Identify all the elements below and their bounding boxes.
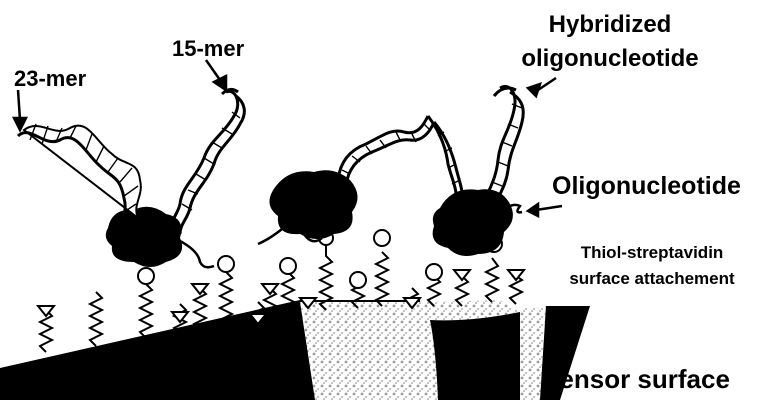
thiol-triangle <box>454 270 470 280</box>
arrow-hybridized <box>528 78 556 96</box>
label-thiol-line1: Thiol-streptavidin <box>581 243 724 262</box>
dna-helix-right <box>484 86 523 208</box>
sensor-surface-slab <box>0 300 590 400</box>
linker <box>90 292 102 346</box>
linker <box>140 284 152 338</box>
label-sensor-surface: Sensor surface <box>542 364 730 394</box>
arrow-oligonucleotide <box>528 204 562 216</box>
biotin-circle <box>138 268 154 284</box>
streptavidin-blobs <box>106 170 513 267</box>
label-23mer: 23-mer <box>14 66 87 91</box>
arrow-23mer <box>14 90 26 130</box>
biotin-circle <box>426 264 442 280</box>
dna-helix-15mer <box>172 89 245 234</box>
biotin-circle <box>350 272 366 288</box>
linker <box>376 252 388 306</box>
label-15mer: 15-mer <box>172 36 245 61</box>
thiol-triangle <box>508 270 524 280</box>
arrow-15mer <box>206 60 226 90</box>
biotin-circle <box>218 256 234 272</box>
biotin-circle <box>280 258 296 274</box>
linker <box>486 258 498 302</box>
biotin-circle <box>374 230 390 246</box>
label-hybridized-line1: Hybridized <box>549 11 672 38</box>
streptavidin-blob <box>106 207 182 267</box>
label-hybridized-line2: oligonucleotide <box>521 45 698 72</box>
label-thiol-line2: surface attachement <box>569 269 735 288</box>
label-oligonucleotide: Oligonucleotide <box>552 172 741 200</box>
